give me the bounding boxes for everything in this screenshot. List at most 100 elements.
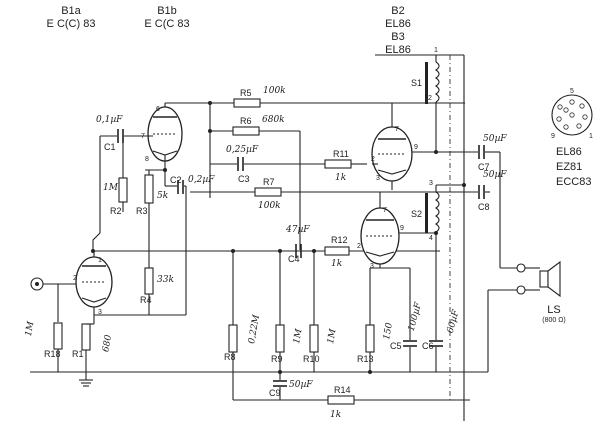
ref-r9: R9	[271, 354, 283, 364]
s2-pin-4: 4	[429, 235, 433, 242]
ref-r6: R6	[240, 116, 252, 126]
junction-dot	[231, 249, 235, 253]
b2-pin-7: 7	[395, 126, 399, 133]
b1a-pin-1: 1	[98, 257, 102, 264]
tube-pinout-icon	[551, 94, 593, 136]
value-r13: 150	[382, 322, 395, 341]
resistor-r3	[144, 174, 154, 204]
value-r3: 5k	[157, 191, 168, 201]
junction-dot	[91, 249, 95, 253]
capacitor-c9	[273, 380, 287, 387]
ref-c5: C5	[390, 341, 402, 351]
junction-dot	[208, 129, 212, 133]
value-c7: 50µF	[483, 134, 507, 144]
b3-pin-9: 9	[400, 225, 404, 232]
ref-c4: C4	[288, 254, 300, 264]
speaker-label: LS	[547, 304, 560, 316]
loudspeaker-icon	[539, 260, 561, 298]
ref-r8: R8	[224, 352, 236, 362]
value-r1: 680	[101, 334, 114, 353]
capacitor-c2	[177, 180, 184, 194]
capacitor-c5	[403, 340, 417, 347]
b1b-pin-8: 8	[145, 156, 149, 163]
resistor-r2	[118, 177, 128, 203]
value-r14: 1k	[330, 410, 341, 420]
tube-b2-icon	[371, 126, 413, 182]
capacitor-c8	[478, 185, 485, 199]
value-r4: 33k	[157, 275, 174, 285]
resistor-r8	[228, 324, 238, 353]
b2-pin-2: 2	[371, 156, 375, 163]
tube-type-ez81: EZ81	[556, 161, 582, 173]
header-b3-type: EL86	[385, 44, 411, 56]
value-r11: 1k	[335, 173, 346, 183]
resistor-r7	[254, 187, 282, 197]
b1a-pin-3: 3	[98, 309, 102, 316]
value-r7: 100k	[258, 201, 281, 211]
speaker-terminal-2	[516, 285, 526, 295]
ref-r13: R13	[357, 354, 374, 364]
capacitor-c7	[478, 145, 485, 159]
tube-type-el86: EL86	[556, 146, 582, 158]
tube-b1b-icon	[147, 106, 183, 162]
ref-r2: R2	[110, 206, 122, 216]
ref-c7: C7	[478, 162, 490, 172]
header-b3-label: B3	[391, 31, 404, 43]
junction-dot	[434, 150, 438, 154]
ref-r5: R5	[240, 88, 252, 98]
value-c5: 100µF	[407, 301, 424, 333]
value-c8: 50µF	[483, 170, 507, 180]
ref-c8: C8	[478, 202, 490, 212]
ref-c6: C6	[422, 341, 434, 351]
pinout-number-9: 9	[551, 133, 555, 140]
ref-s2: S2	[411, 209, 422, 219]
ref-r4: R4	[140, 295, 152, 305]
ref-c1: C1	[104, 142, 116, 152]
resistor-r6	[232, 126, 260, 136]
ref-c3: C3	[238, 174, 250, 184]
b1b-pin-6: 6	[156, 106, 160, 113]
value-c1: 0,1µF	[96, 115, 123, 125]
ref-r1: R1	[72, 349, 84, 359]
header-b2-label: B2	[391, 5, 404, 17]
junction-dot	[278, 249, 282, 253]
resistor-r9	[275, 324, 285, 353]
pinout-number-5: 5	[570, 88, 574, 95]
header-b1a-type: E C(C) 83	[47, 18, 96, 30]
junction-dot	[163, 168, 167, 172]
value-r18: 1M	[24, 320, 37, 337]
ref-r7: R7	[263, 177, 275, 187]
ref-r10: R10	[303, 354, 320, 364]
b3-pin-2: 2	[357, 243, 361, 250]
resistor-r1	[81, 323, 91, 351]
header-b1a-label: B1a	[61, 5, 81, 17]
ref-c9: C9	[269, 388, 281, 398]
resistor-r10	[309, 324, 319, 353]
capacitor-c6	[429, 340, 443, 347]
ref-c2: C2	[170, 175, 182, 185]
value-r5: 100k	[263, 86, 286, 96]
speaker-terminal-1	[516, 263, 526, 273]
ref-r3: R3	[136, 206, 148, 216]
header-b1b-label: B1b	[157, 5, 177, 17]
s1-pin-1: 1	[434, 47, 438, 54]
tube-b1a-icon	[75, 256, 113, 308]
resistor-r14	[327, 395, 355, 405]
transformer-s2-icon	[425, 191, 440, 233]
pinout-number-1: 1	[589, 133, 593, 140]
value-c3: 0,25µF	[226, 145, 259, 155]
junction-dot	[312, 249, 316, 253]
junction-dot	[462, 183, 466, 187]
header-b2-type: EL86	[385, 18, 411, 30]
s1-pin-2: 2	[428, 95, 432, 102]
value-c4: 47µF	[285, 225, 310, 235]
junction-dot	[368, 370, 372, 374]
value-c9: 50µF	[289, 380, 313, 390]
ref-r14: R14	[334, 385, 351, 395]
junction-dot	[208, 101, 212, 105]
tube-b3-icon	[360, 207, 400, 265]
value-c6: 60µF	[446, 308, 462, 334]
value-r2: 1M	[103, 183, 119, 193]
transformer-s1-icon	[425, 61, 440, 104]
